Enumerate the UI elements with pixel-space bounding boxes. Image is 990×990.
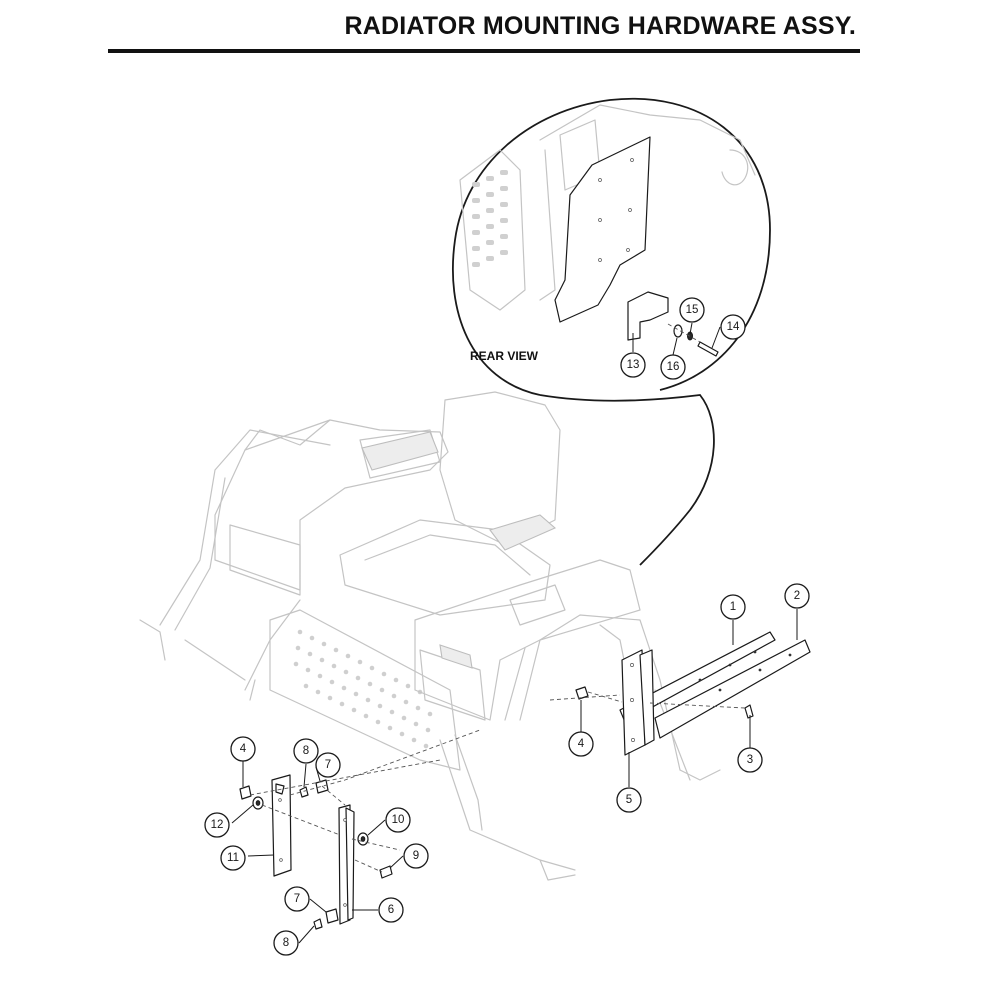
callout-number: 2: [794, 590, 800, 602]
part-4-nut: [575, 686, 589, 700]
callout-number: 15: [686, 304, 699, 316]
callout-number: 3: [747, 754, 753, 766]
bracket-13: [627, 291, 669, 341]
callout-number: 8: [283, 937, 289, 949]
callout-number: 5: [626, 794, 632, 806]
callout-12: 12: [204, 812, 230, 838]
callout-number: 11: [227, 852, 239, 864]
callout-9: 9: [403, 843, 429, 869]
callout-5: 5: [616, 787, 642, 813]
callout-15: 15: [679, 297, 705, 323]
callout-number: 16: [667, 361, 680, 373]
part-11-bracket: [271, 774, 292, 877]
part-7-clip-lower: [325, 908, 339, 924]
callout-10: 10: [385, 807, 411, 833]
part-8-screw-upper: [299, 786, 309, 798]
callout-6: 6: [378, 897, 404, 923]
callout-11: 11: [220, 845, 246, 871]
part-4-nut-left: [239, 785, 252, 800]
callout-number: 4: [578, 738, 585, 750]
callout-3: 3: [737, 747, 763, 773]
part-callouts: 1 2 3 4 5 4 12 11 8 7 10 9 6 7 8 13 14 1…: [204, 297, 810, 956]
callout-number: 6: [388, 904, 394, 916]
callout-number: 7: [325, 759, 331, 771]
right-side-assembly: [549, 631, 811, 756]
part-8-screw-lower: [313, 918, 323, 930]
callout-number: 12: [211, 819, 224, 831]
callout-number: 9: [413, 850, 419, 862]
callout-number: 7: [294, 893, 300, 905]
callout-number: 14: [727, 321, 740, 333]
callout-1: 1: [720, 594, 746, 620]
callout-8-upper: 8: [293, 738, 319, 764]
rear-view-label: REAR VIEW: [470, 349, 539, 363]
callout-number: 8: [303, 745, 309, 757]
part-9-bolt: [379, 865, 393, 879]
rear-view-detail: REAR VIEW: [451, 97, 771, 566]
callout-4: 4: [568, 731, 594, 757]
callout-number: 13: [627, 359, 640, 371]
callout-8-lower: 8: [273, 930, 299, 956]
left-side-hardware: [239, 729, 481, 930]
callout-7-lower: 7: [284, 886, 310, 912]
title-rule: [108, 49, 860, 53]
page-title: RADIATOR MOUNTING HARDWARE ASSY.: [344, 12, 856, 40]
callout-13: 13: [620, 352, 646, 378]
callout-16: 16: [660, 354, 686, 380]
callout-2: 2: [784, 583, 810, 609]
leader-lines: [231, 322, 798, 944]
callout-14: 14: [720, 314, 746, 340]
mower-frame-illustration: [139, 391, 721, 881]
callout-4-left: 4: [230, 736, 256, 762]
callout-number: 10: [392, 814, 405, 826]
grille-perforations: [293, 629, 433, 749]
part-2-plate: [654, 639, 811, 739]
callout-number: 4: [240, 743, 247, 755]
callout-number: 1: [730, 601, 736, 613]
callout-7-upper: 7: [315, 752, 341, 778]
